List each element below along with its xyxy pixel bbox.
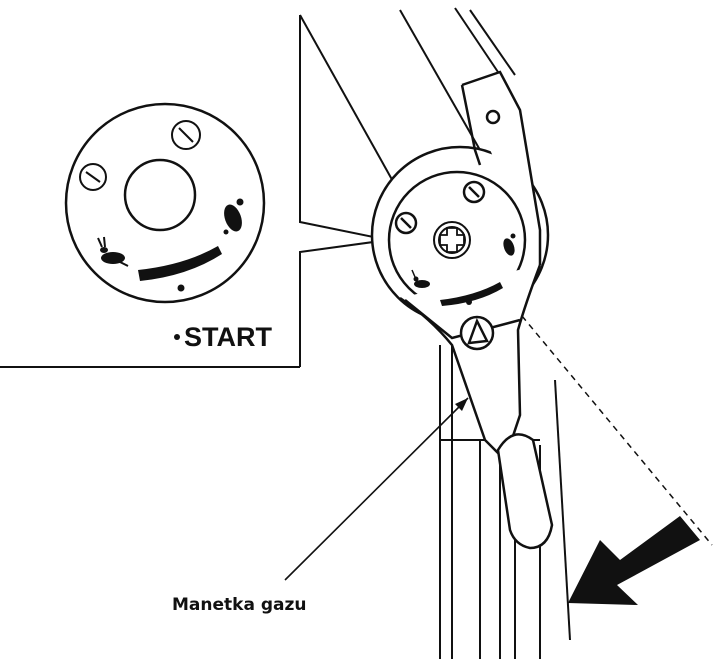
triangle-marker bbox=[467, 317, 489, 345]
speed-scale-bar bbox=[440, 282, 503, 306]
pivot-hole bbox=[485, 109, 501, 125]
inset-frame bbox=[0, 15, 389, 368]
label-leader bbox=[284, 397, 469, 581]
screw-icon bbox=[79, 163, 107, 191]
turtle-icon bbox=[223, 198, 244, 235]
handle-frame bbox=[299, 7, 571, 659]
hare-icon bbox=[411, 269, 430, 288]
throttle-lever-label: Manetka gazu bbox=[172, 595, 306, 615]
screw-icon bbox=[171, 120, 201, 150]
start-label: START bbox=[184, 322, 272, 352]
start-dot bbox=[466, 299, 472, 305]
speed-scale-bar bbox=[138, 246, 222, 281]
start-dot bbox=[177, 284, 185, 292]
turtle-icon bbox=[503, 233, 516, 256]
direction-arrow bbox=[568, 516, 700, 605]
inset-dial: START bbox=[64, 102, 272, 352]
throttle-mechanism bbox=[370, 70, 554, 550]
lever-grip bbox=[496, 433, 554, 550]
swing-guide bbox=[521, 315, 713, 546]
hare-icon bbox=[97, 236, 129, 267]
start-bullet bbox=[174, 334, 180, 340]
